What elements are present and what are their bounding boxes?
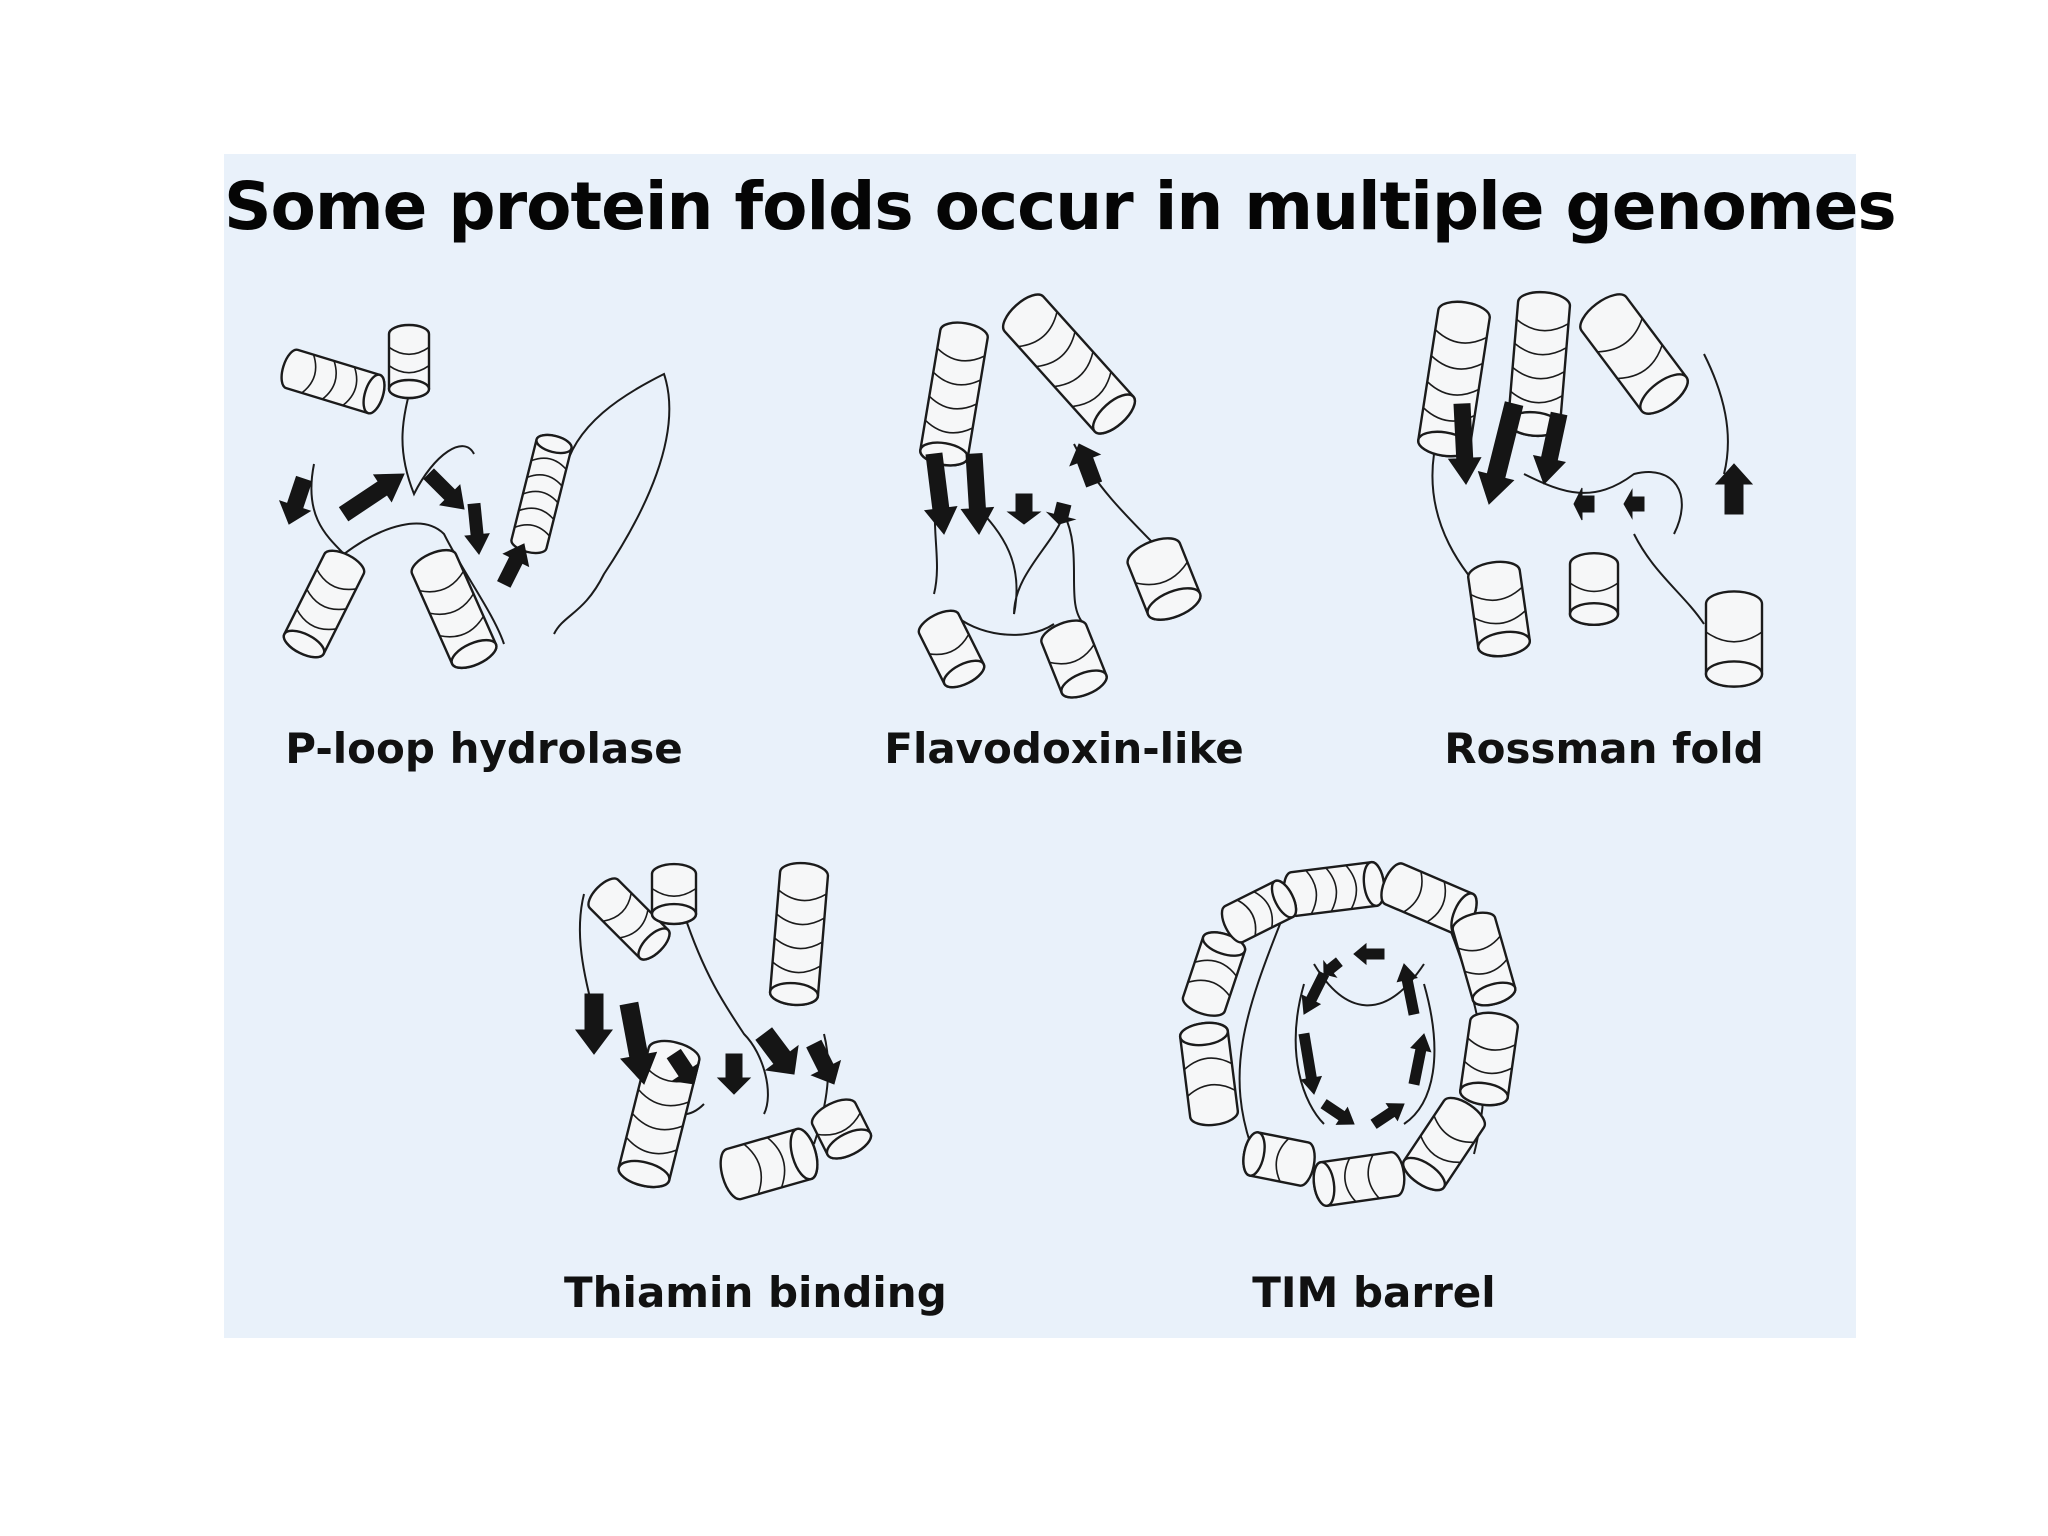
helix <box>1126 537 1202 621</box>
loop <box>1238 913 1485 1155</box>
beta-strand <box>1408 1033 1432 1086</box>
beta-strand <box>755 1027 799 1075</box>
thiamin-structure-drawing <box>575 861 873 1201</box>
helix <box>587 877 671 961</box>
beta-strand <box>1298 1032 1323 1095</box>
fold-tim: TIM barrel <box>1164 854 1584 1334</box>
fold-label-flavodoxin: Flavodoxin-like <box>884 724 1244 773</box>
beta-strand <box>464 502 490 555</box>
beta-strand <box>575 993 613 1055</box>
helix <box>1040 619 1108 699</box>
helix <box>1417 300 1491 458</box>
tim-structure-drawing <box>1178 860 1519 1208</box>
beta-strand <box>1623 488 1645 520</box>
loop <box>1703 353 1729 475</box>
figure-title: Some protein folds occur in multiple gen… <box>224 168 1897 245</box>
helix <box>1312 1151 1406 1208</box>
helix <box>1704 590 1764 688</box>
helix <box>1178 1021 1240 1127</box>
loop <box>953 613 1055 636</box>
helix <box>1451 911 1517 1007</box>
helix <box>410 548 498 670</box>
beta-strand <box>1532 411 1568 485</box>
helix <box>280 348 386 415</box>
beta-strand <box>716 1053 752 1095</box>
beta-strand <box>497 543 530 588</box>
fold-thiamin: Thiamin binding <box>564 854 947 1334</box>
helix <box>810 1098 873 1160</box>
beta-strand <box>1301 971 1330 1015</box>
helix <box>719 1127 819 1201</box>
beta-strand <box>1714 463 1754 515</box>
beta-strand <box>338 473 405 522</box>
beta-strand <box>423 468 465 510</box>
helix <box>768 861 830 1007</box>
helix <box>1467 560 1531 658</box>
fold-label-thiamin: Thiamin binding <box>564 1268 947 1317</box>
loop <box>973 503 1085 625</box>
beta-strand <box>1069 443 1103 488</box>
beta-strand <box>923 452 958 535</box>
helix <box>510 433 573 555</box>
beta-strand <box>1447 403 1482 485</box>
fold-rossman: Rossman fold <box>1404 274 1804 774</box>
helix <box>282 549 366 659</box>
beta-strand <box>1006 493 1042 525</box>
beta-strand <box>1320 1099 1355 1125</box>
loop <box>1633 533 1705 625</box>
beta-strand <box>1477 401 1524 505</box>
beta-strand <box>1370 1103 1405 1129</box>
beta-strand <box>1353 942 1385 966</box>
helix <box>1458 1011 1519 1107</box>
helix <box>917 609 986 689</box>
flavodoxin-structure-drawing <box>917 293 1202 699</box>
helix <box>1002 293 1137 435</box>
rossman-structure-drawing <box>1417 290 1764 688</box>
p-loop-structure-drawing <box>278 323 671 670</box>
helix <box>1579 293 1689 415</box>
fold-flavodoxin: Flavodoxin-like <box>864 293 1264 774</box>
figure-panel: Some protein folds occur in multiple gen… <box>224 154 1897 1338</box>
beta-strand <box>1323 957 1343 978</box>
helix <box>1220 879 1298 944</box>
beta-strand <box>960 452 995 535</box>
helix <box>650 862 698 926</box>
beta-strand <box>1396 963 1420 1016</box>
beta-strand <box>666 1048 701 1085</box>
beta-strand <box>806 1039 842 1085</box>
loop <box>553 372 671 635</box>
beta-strand <box>1045 501 1077 525</box>
helix <box>919 321 989 467</box>
helix <box>1401 1096 1487 1192</box>
helix <box>1568 552 1620 627</box>
loop <box>401 373 475 497</box>
loop <box>1523 471 1683 535</box>
fold-label-tim: TIM barrel <box>1252 1268 1496 1317</box>
helix <box>1282 860 1386 918</box>
loop <box>310 463 505 645</box>
helix <box>1242 1131 1316 1187</box>
beta-strand <box>1573 487 1595 521</box>
loop <box>683 913 769 1115</box>
fold-p-loop: P-loop hydrolase <box>264 314 704 774</box>
helix <box>387 323 431 400</box>
beta-strand <box>278 475 313 525</box>
fold-label-rossman: Rossman fold <box>1444 724 1764 773</box>
beta-strand <box>619 1001 658 1085</box>
fold-label-p-loop: P-loop hydrolase <box>285 724 683 773</box>
